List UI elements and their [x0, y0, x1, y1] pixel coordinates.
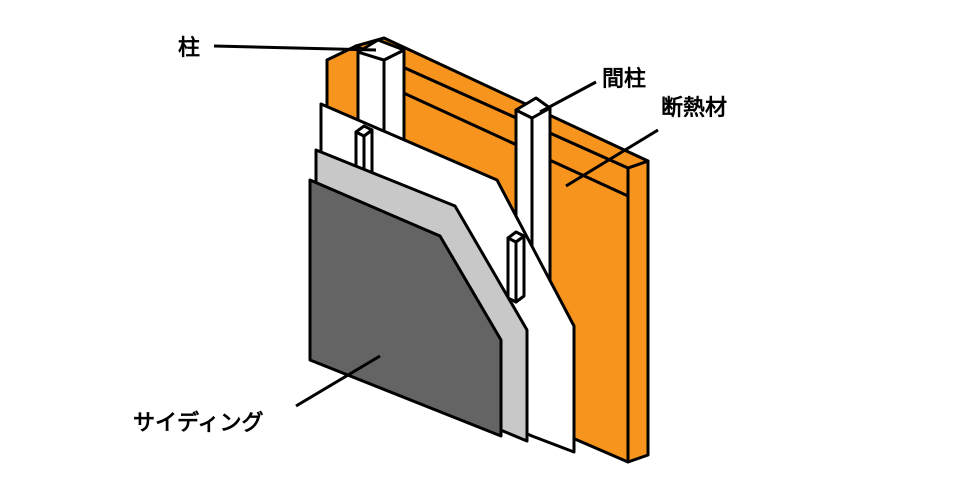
- batten-lower: [506, 230, 526, 304]
- label-hashira: 柱: [178, 36, 200, 61]
- post-top-face: [356, 38, 406, 62]
- label-mabashira: 間柱: [602, 67, 646, 92]
- label-siding: サイディング: [133, 410, 263, 436]
- insulation-right-face: [626, 159, 650, 464]
- insulation-top-ridge: [383, 82, 629, 198]
- label-dannetsuzai: 断熱材: [661, 95, 727, 121]
- leader-hashira: [213, 44, 377, 52]
- siding-layer: [308, 178, 503, 438]
- leader-mabashira: [539, 80, 597, 114]
- leader-siding: [295, 354, 381, 408]
- leader-dannetsuzai: [565, 128, 659, 188]
